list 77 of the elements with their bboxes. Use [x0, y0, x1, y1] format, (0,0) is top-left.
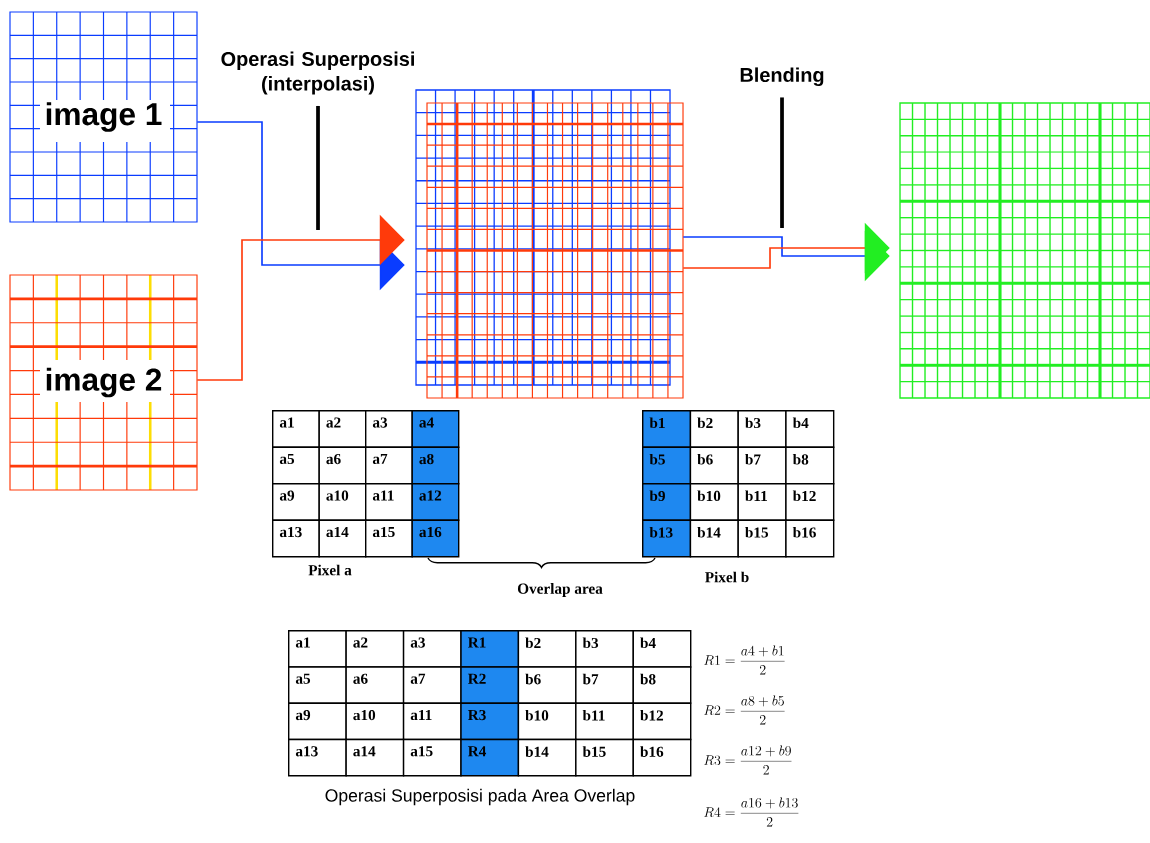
- cell-text: b8: [640, 673, 656, 685]
- cell-text: a5: [279, 453, 295, 464]
- image-grid: image 1: [9, 11, 198, 223]
- formula: $R2 = \frac{a8 + b5}{2}$: [704, 695, 785, 725]
- cell-text: b5: [649, 453, 665, 465]
- cell-text: a3: [410, 637, 425, 648]
- cell-text: R4: [467, 746, 487, 757]
- cell-text: a4: [419, 417, 434, 428]
- cell-text: a2: [326, 417, 341, 428]
- cell-text: b14: [525, 746, 549, 757]
- cell-text: b3: [745, 417, 761, 429]
- cell-text: b2: [697, 417, 713, 429]
- cell-text: a16: [419, 526, 442, 538]
- cell-text: a1: [295, 637, 310, 648]
- cell-text: a7: [372, 453, 388, 464]
- formula: $R1 = \frac{a4 + b1}{2}$: [704, 645, 785, 675]
- cell-text: b10: [525, 709, 549, 721]
- cell-text: a1: [279, 417, 294, 428]
- cell-text: a13: [279, 526, 302, 538]
- cell-text: a13: [295, 746, 318, 757]
- formula: $R3 = \frac{a12 + b9}{2}$: [704, 745, 792, 775]
- cell-text: a5: [295, 673, 311, 684]
- cell-text: b6: [525, 673, 541, 685]
- cell-text: b4: [792, 417, 809, 429]
- table-caption: Pixel a: [308, 564, 352, 576]
- cell-text: a14: [353, 746, 376, 757]
- cell-text: R2: [467, 673, 486, 684]
- cell-text: b10: [697, 490, 721, 502]
- arrow: [196, 214, 405, 381]
- cell-text: b7: [745, 453, 761, 465]
- cell-text: a15: [410, 746, 433, 757]
- cell-text: a2: [353, 637, 368, 648]
- cell-text: a3: [372, 417, 388, 428]
- cell-text: b12: [792, 490, 816, 502]
- cell-text: a6: [353, 673, 368, 684]
- cell-text: b1: [649, 417, 665, 429]
- brace-label: Overlap area: [517, 583, 603, 597]
- cell-text: R1: [467, 637, 486, 648]
- blended-grid: [899, 102, 1150, 399]
- cell-text: a10: [353, 709, 376, 721]
- cell-text: a8: [419, 453, 434, 465]
- cell-text: a14: [326, 526, 349, 538]
- cell-text: b4: [640, 637, 656, 649]
- cell-text: b15: [745, 526, 769, 538]
- cell-text: a6: [326, 453, 341, 465]
- leader-line: [316, 105, 320, 230]
- cell-text: a11: [372, 490, 394, 501]
- cell-text: a7: [410, 673, 426, 684]
- cell-text: b6: [697, 453, 713, 465]
- cell-text: b16: [792, 526, 816, 538]
- operation-label: Operasi Superposisi (interpolasi): [221, 51, 414, 95]
- table-caption: Operasi Superposisi pada Area Overlap: [325, 788, 635, 806]
- cell-text: a12: [419, 490, 442, 501]
- cell-text: b8: [792, 453, 809, 465]
- overlaid-grids: [415, 89, 684, 399]
- cell-text: b7: [582, 673, 599, 685]
- cell-text: b14: [697, 526, 721, 538]
- leader-line: [780, 97, 784, 228]
- image-grid: image 2: [9, 274, 198, 491]
- formula: $R4 = \frac{a16 + b13}{2}$: [704, 797, 799, 827]
- cell-text: b11: [582, 709, 605, 721]
- cell-text: b12: [640, 709, 664, 721]
- table-caption: Pixel b: [705, 571, 749, 583]
- cell-text: R3: [467, 709, 486, 721]
- cell-text: a11: [410, 709, 432, 721]
- cell-text: b11: [745, 490, 767, 502]
- cell-text: a10: [326, 490, 349, 501]
- cell-text: b3: [582, 637, 599, 649]
- cell-text: a9: [295, 709, 311, 721]
- cell-text: a15: [372, 526, 395, 538]
- cell-text: b15: [582, 746, 606, 757]
- cell-text: b16: [640, 746, 664, 757]
- cell-text: b13: [649, 526, 673, 538]
- cell-text: b9: [649, 490, 665, 502]
- cell-text: b2: [525, 637, 541, 649]
- operation-label: Blending: [740, 67, 824, 87]
- cell-text: a9: [279, 490, 295, 501]
